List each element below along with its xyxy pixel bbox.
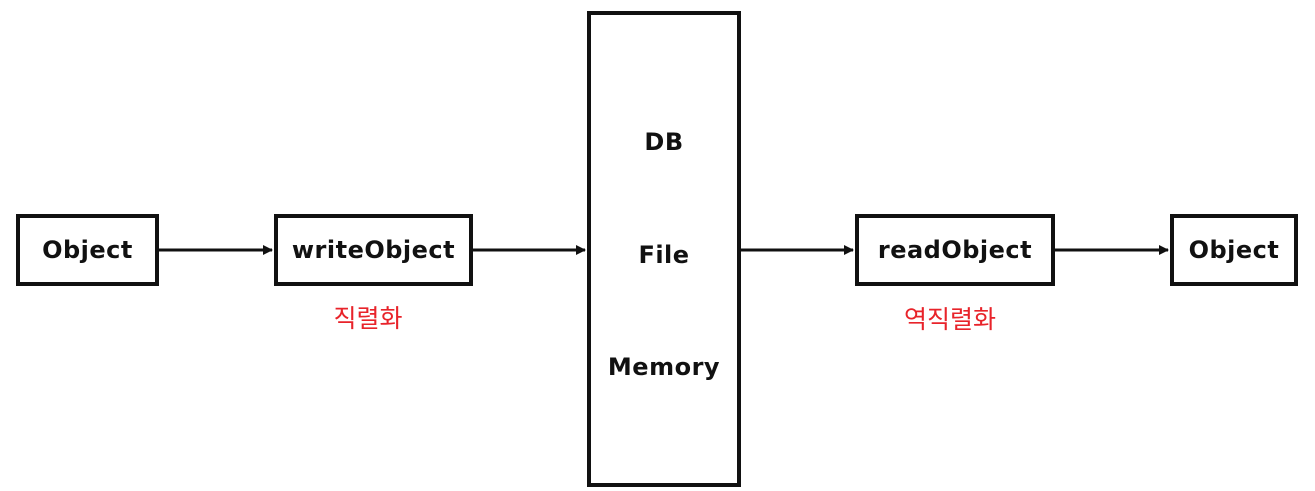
- storage-box: DB File Memory: [587, 11, 741, 487]
- storage-item-db: DB: [644, 128, 684, 156]
- write-object-label: writeObject: [291, 236, 456, 264]
- read-object-box: readObject: [855, 214, 1055, 286]
- write-object-box: writeObject: [274, 214, 473, 286]
- source-object-box: Object: [16, 214, 159, 286]
- read-object-label: readObject: [877, 236, 1033, 264]
- source-object-label: Object: [42, 236, 133, 264]
- target-object-label: Object: [1188, 236, 1280, 264]
- storage-item-file: File: [638, 241, 690, 269]
- serialize-caption: 직렬화: [333, 304, 403, 333]
- deserialize-caption: 역직렬화: [903, 305, 996, 334]
- target-object-box: Object: [1170, 214, 1298, 286]
- storage-item-memory: Memory: [607, 353, 721, 381]
